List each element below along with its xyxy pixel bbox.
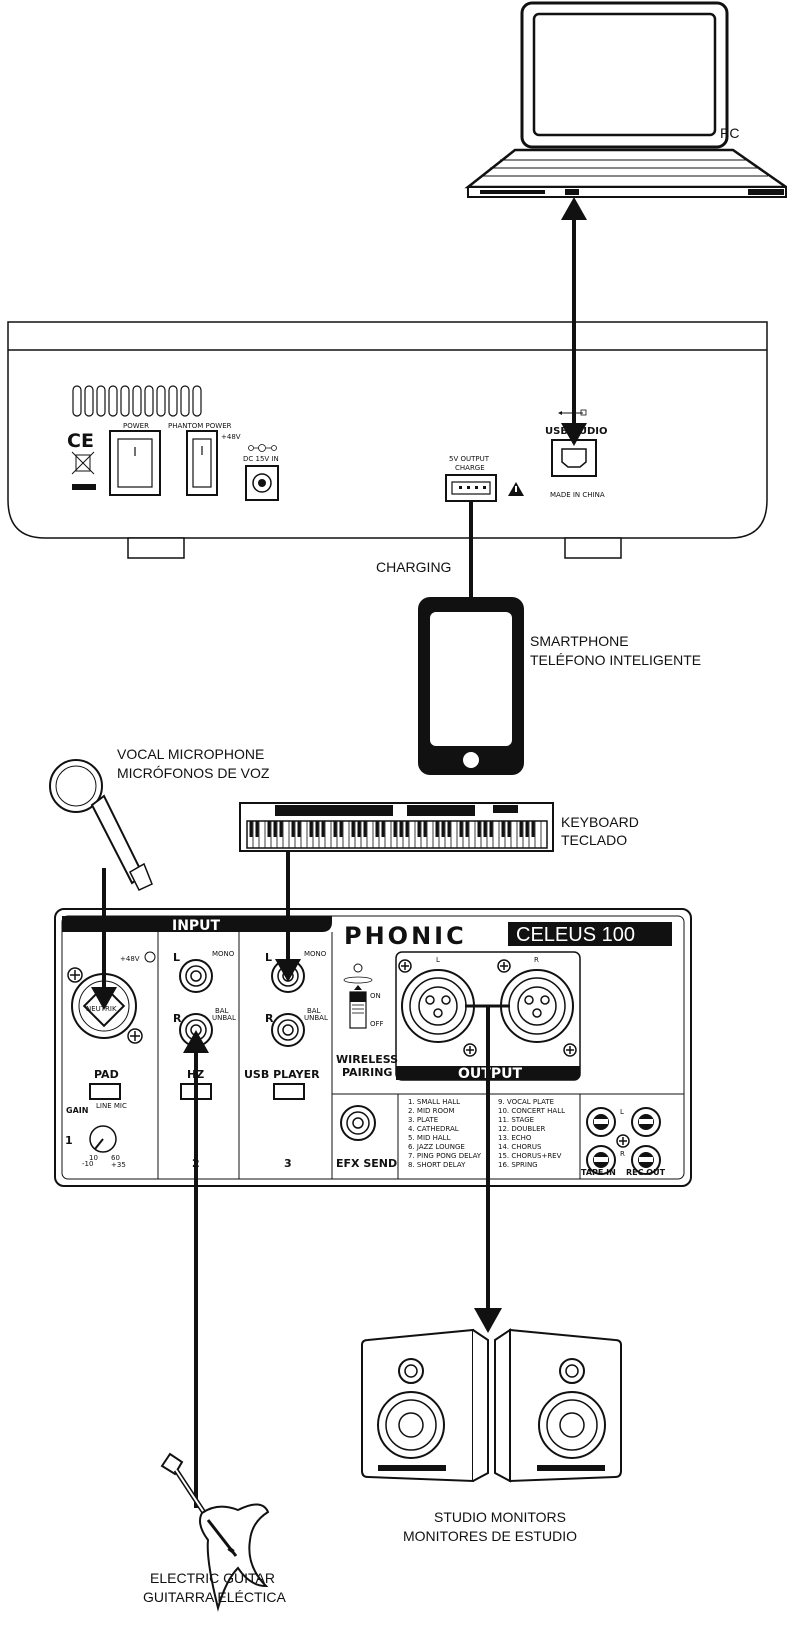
- usb-symbol-icon: [558, 409, 587, 416]
- mic-label-es: MICRÓFONOS DE VOZ: [117, 765, 270, 781]
- line-mic-label: LINE MIC: [96, 1102, 127, 1110]
- smartphone-label-en: SMARTPHONE: [530, 633, 629, 649]
- ch1-48v-label: +48V: [120, 955, 140, 963]
- weee-bin-icon: [71, 451, 96, 490]
- usb-output-label-2: CHARGE: [455, 464, 485, 472]
- monitors-label-es: MONITORES DE ESTUDIO: [403, 1528, 577, 1544]
- effect-item: 15. CHORUS+REV: [498, 1152, 562, 1160]
- effect-item: 2. MID ROOM: [408, 1107, 455, 1115]
- output-right-xlr[interactable]: [500, 969, 574, 1043]
- vent-slots: [72, 385, 202, 417]
- mixer-rear-panel: CE POWER PHANTOM POWER +48V DC 15V IN 5V…: [7, 321, 768, 559]
- smartphone: [418, 597, 524, 775]
- smartphone-label-es: TELÉFONO INTELIGENTE: [530, 652, 701, 668]
- ce-mark: CE: [67, 430, 94, 452]
- phantom-48v-label: +48V: [221, 433, 241, 441]
- rec-out-label: REC OUT: [626, 1168, 666, 1177]
- output-left-xlr[interactable]: [401, 969, 475, 1043]
- effect-item: 3. PLATE: [408, 1116, 438, 1124]
- effect-item: 8. SHORT DELAY: [408, 1161, 466, 1169]
- output-left-label: L: [436, 956, 440, 964]
- keyboard-label-es: TECLADO: [561, 832, 627, 848]
- effect-item: 5. MID HALL: [408, 1134, 451, 1142]
- electric-guitar: [160, 1452, 270, 1612]
- mixer-front-panel: INPUT PHONIC CELEUS 100 +48V NEUTRIK PAD…: [54, 908, 692, 1187]
- studio-monitor-right: [494, 1328, 622, 1483]
- ch3-bal-label: BAL: [307, 1007, 321, 1015]
- microphone: [49, 759, 153, 891]
- ch1-number: 1: [65, 1134, 73, 1147]
- monitors-label-en: STUDIO MONITORS: [434, 1509, 566, 1525]
- ch2-left-label: L: [173, 951, 180, 964]
- effect-item: 16. SPRING: [498, 1161, 538, 1169]
- keyboard-label-en: KEYBOARD: [561, 814, 639, 830]
- power-label: POWER: [123, 422, 149, 430]
- made-in-label: MADE IN CHINA: [550, 491, 605, 499]
- efx-send-label: EFX SEND: [336, 1157, 397, 1170]
- model-name: CELEUS 100: [516, 924, 635, 946]
- ch2-right-label: R: [173, 1012, 182, 1025]
- gain-label: GAIN: [66, 1106, 88, 1115]
- rca-right-label: R: [620, 1150, 625, 1158]
- laptop-pc: PC: [464, 1, 787, 198]
- mic-cable: [91, 868, 117, 1010]
- rca-left-label: L: [620, 1108, 624, 1116]
- charging-label: CHARGING: [376, 559, 451, 575]
- ch3-left-label: L: [265, 951, 272, 964]
- dc-in-label: DC 15V IN: [243, 455, 279, 463]
- usb-player-label: USB PLAYER: [244, 1068, 320, 1081]
- effect-item: 14. CHORUS: [498, 1143, 542, 1151]
- ch2-unbal-label: UNBAL: [212, 1014, 236, 1022]
- wireless-on-label: ON: [370, 992, 381, 1000]
- output-header: OUTPUT: [458, 1066, 522, 1082]
- gain-max: 60: [111, 1154, 120, 1162]
- effect-item: 4. CATHEDRAL: [408, 1125, 459, 1133]
- effect-item: 9. VOCAL PLATE: [498, 1098, 554, 1106]
- effect-item: 12. DOUBLER: [498, 1125, 546, 1133]
- ch3-right-label: R: [265, 1012, 274, 1025]
- neutrik-label: NEUTRIK: [86, 1005, 117, 1013]
- wireless-label-2: PAIRING: [342, 1066, 392, 1079]
- ch3-mono-label: MONO: [304, 950, 327, 958]
- guitar-cable: [183, 1030, 209, 1508]
- dc-polarity-icon: [248, 444, 277, 452]
- gain-mid: 10: [89, 1154, 98, 1162]
- pad-label: PAD: [94, 1068, 119, 1081]
- wireless-off-label: OFF: [370, 1020, 384, 1028]
- gain-plus: +35: [111, 1161, 126, 1169]
- effect-item: 13. ECHO: [498, 1134, 532, 1142]
- ch3-unbal-label: UNBAL: [304, 1014, 328, 1022]
- gain-min: -10: [82, 1160, 93, 1168]
- brand-logo: PHONIC: [344, 922, 467, 950]
- guitar-label-en: ELECTRIC GUITAR: [150, 1570, 275, 1586]
- ch2-bal-label: BAL: [215, 1007, 229, 1015]
- warning-icon: [508, 482, 524, 496]
- ch2-mono-label: MONO: [212, 950, 235, 958]
- keyboard-cable: [275, 851, 301, 982]
- effect-item: 10. CONCERT HALL: [498, 1107, 565, 1115]
- keyboard: [239, 802, 554, 852]
- usb-output-label-1: 5V OUTPUT: [449, 455, 490, 463]
- effect-item: 11. STAGE: [498, 1116, 534, 1124]
- pad-button[interactable]: [89, 1083, 121, 1100]
- tape-in-label: TAPE IN: [581, 1168, 616, 1177]
- ch3-number: 3: [284, 1157, 292, 1170]
- effects-list: 1. SMALL HALL 2. MID ROOM 3. PLATE 4. CA…: [408, 1098, 565, 1169]
- wireless-label-1: WIRELESS: [336, 1053, 398, 1066]
- effect-item: 7. PING PONG DELAY: [408, 1152, 482, 1160]
- output-cable: [465, 1004, 510, 1333]
- pc-label: PC: [720, 125, 739, 141]
- mic-label-en: VOCAL MICROPHONE: [117, 746, 264, 762]
- input-header: INPUT: [172, 918, 221, 934]
- guitar-label-es: GUITARRA ELÉCTICA: [143, 1589, 287, 1605]
- output-right-label: R: [534, 956, 539, 964]
- phantom-power-label: PHANTOM POWER: [168, 422, 232, 430]
- usb-player-button[interactable]: [273, 1083, 305, 1100]
- effect-item: 6. JAZZ LOUNGE: [408, 1143, 465, 1151]
- effect-item: 1. SMALL HALL: [408, 1098, 460, 1106]
- studio-monitor-left: [361, 1328, 489, 1483]
- usb-cable-arrow: [561, 197, 587, 446]
